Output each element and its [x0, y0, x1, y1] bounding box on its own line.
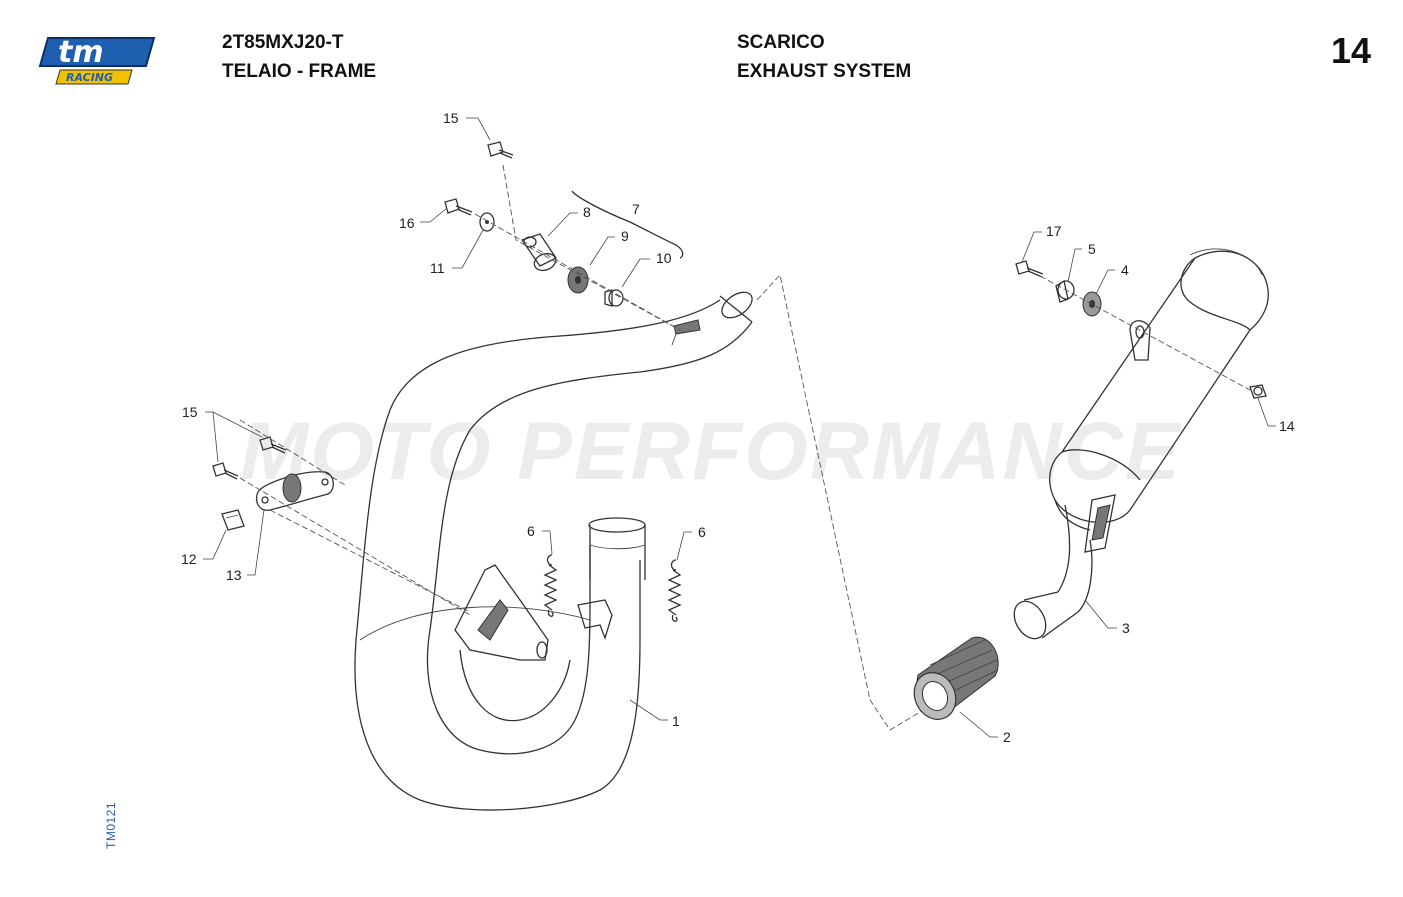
callout-15-left: 15	[182, 404, 198, 420]
spring-right-part-6	[667, 559, 682, 622]
callout-6-right: 6	[698, 524, 706, 540]
bushing-part-5	[1055, 279, 1075, 303]
section-title-en: EXHAUST SYSTEM	[737, 61, 912, 82]
rubber-grommet-part-9	[567, 266, 589, 294]
section-title-it: SCARICO	[737, 32, 825, 53]
callout-12: 12	[181, 551, 197, 567]
rubber-coupler-part-2	[913, 636, 999, 720]
callout-5: 5	[1088, 241, 1096, 257]
logo-main-text: tm	[58, 35, 104, 70]
bolt-part-15-top	[487, 141, 514, 159]
callout-labels: 15 16 11 8 7 9 10 15 12 13 6 6 1 17 5 4 …	[181, 110, 1295, 745]
tm-racing-logo: tm RACING	[36, 30, 158, 88]
document-code: TM0121	[104, 801, 118, 849]
nut-part-14	[1249, 384, 1267, 399]
callout-8: 8	[583, 204, 591, 220]
bolt-part-17	[1015, 260, 1044, 278]
watermark: MOTO PERFORMANCE	[240, 406, 1182, 497]
silencer-body	[1049, 248, 1269, 553]
callout-2: 2	[1003, 729, 1011, 745]
callout-6-left: 6	[527, 523, 535, 539]
callout-14: 14	[1279, 418, 1295, 434]
callout-9: 9	[621, 228, 629, 244]
callout-17: 17	[1046, 223, 1062, 239]
callout-16: 16	[399, 215, 415, 231]
group-title: TELAIO - FRAME	[222, 61, 377, 82]
clip-nut-part-12	[221, 509, 245, 531]
callout-10: 10	[656, 250, 672, 266]
group-bracket-7	[571, 190, 684, 259]
link-pipe-part-3	[1013, 504, 1093, 640]
callout-15-top: 15	[443, 110, 459, 126]
spring-left-part-6	[543, 554, 558, 617]
callout-4: 4	[1121, 262, 1129, 278]
bolt-part-15-left-a	[259, 436, 287, 454]
bolt-part-15-left-b	[212, 462, 239, 480]
bolt-part-16	[444, 198, 473, 216]
model-code: 2T85MXJ20-T	[222, 32, 344, 53]
washer-part-11	[479, 212, 495, 232]
callout-7: 7	[632, 201, 640, 217]
callout-13: 13	[226, 567, 242, 583]
logo-sub-text: RACING	[66, 71, 113, 84]
callout-1: 1	[672, 713, 680, 729]
callout-3: 3	[1122, 620, 1130, 636]
leader-lines	[203, 117, 1276, 738]
expansion-chamber-part-1	[354, 291, 753, 811]
nut-part-10	[604, 289, 624, 307]
page-number: 14	[1330, 30, 1371, 71]
callout-11: 11	[430, 260, 445, 276]
mount-bracket-part-13	[255, 471, 334, 511]
